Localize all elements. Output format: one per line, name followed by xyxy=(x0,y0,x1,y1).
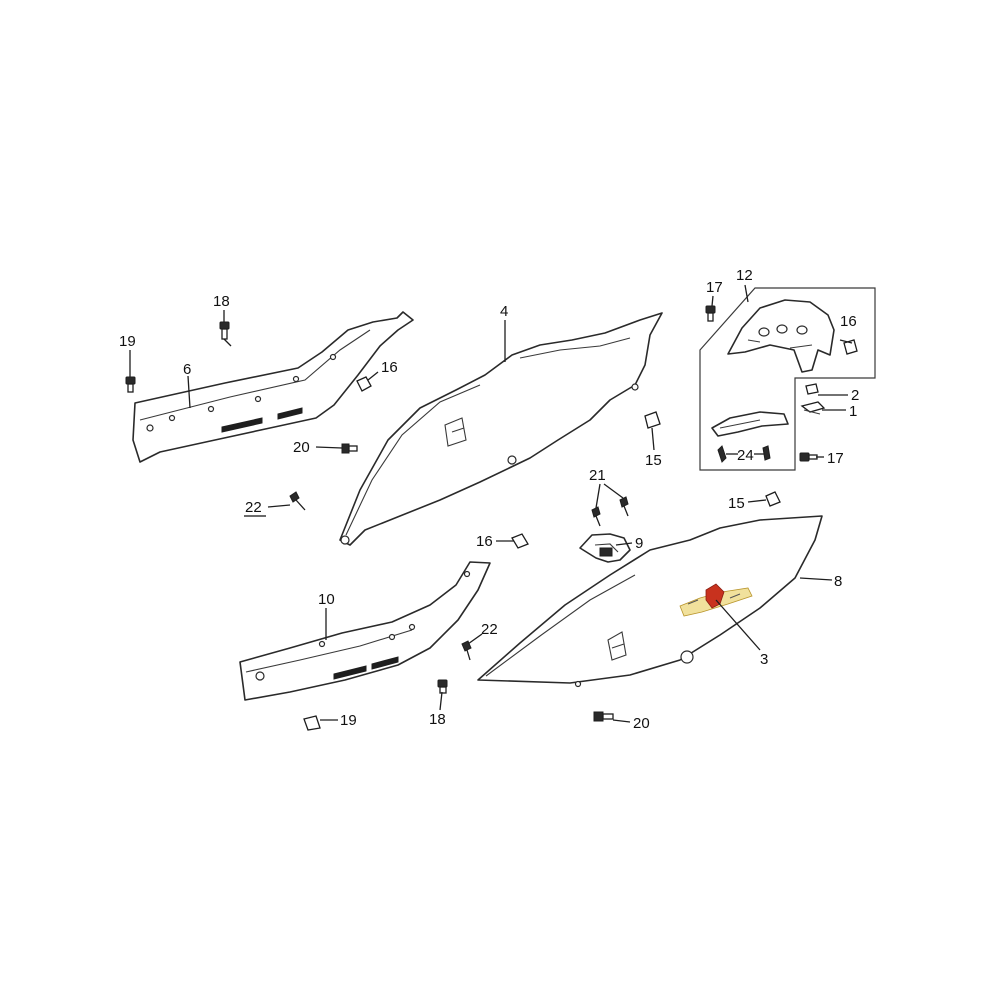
callout-21: 21 xyxy=(589,467,606,484)
callout-15-center: 15 xyxy=(645,452,662,469)
callout-19-upper: 19 xyxy=(119,333,136,350)
part-24-trim-pad xyxy=(711,411,789,437)
callout-10: 10 xyxy=(318,591,335,608)
bolt-18-lower xyxy=(437,679,448,694)
nut-16-lower xyxy=(511,533,529,549)
part-8-side-cover xyxy=(477,515,823,688)
callout-8: 8 xyxy=(834,573,842,590)
bolt-19-upper xyxy=(125,376,136,393)
callout-24: 24 xyxy=(737,447,754,464)
callout-22-upper: 22 xyxy=(245,499,262,516)
callout-12: 12 xyxy=(736,267,753,284)
callout-17-lower: 17 xyxy=(827,450,844,467)
screw-22-upper xyxy=(289,491,306,511)
part-12-rear-cover xyxy=(727,299,835,373)
nut-16-right xyxy=(843,339,858,355)
bolt-17-lower xyxy=(799,452,818,462)
callout-18-lower: 18 xyxy=(429,711,446,728)
nut-16-left xyxy=(356,376,372,392)
callout-20-upper: 20 xyxy=(293,439,310,456)
leader-lines xyxy=(129,284,853,723)
callout-4: 4 xyxy=(500,303,508,320)
callout-2: 2 xyxy=(851,387,859,404)
callout-17-upper: 17 xyxy=(706,279,723,296)
callout-1: 1 xyxy=(849,403,857,420)
callout-labels: 18 19 6 16 20 22 4 15 17 12 16 2 1 17 24… xyxy=(119,267,859,732)
part-10-lower-rail xyxy=(239,561,491,701)
screws-21 xyxy=(591,496,629,527)
callout-18-upper: 18 xyxy=(213,293,230,310)
callout-15-right: 15 xyxy=(728,495,745,512)
bolt-20-lower xyxy=(593,711,614,722)
callout-6: 6 xyxy=(183,361,191,378)
part-4-body-cover xyxy=(339,312,663,546)
callout-16-lower: 16 xyxy=(476,533,493,550)
callout-20-lower: 20 xyxy=(633,715,650,732)
callout-3: 3 xyxy=(760,651,768,668)
callout-9: 9 xyxy=(635,535,643,552)
part-2-nut xyxy=(805,383,819,395)
callout-19-lower: 19 xyxy=(340,712,357,729)
nut-15-center xyxy=(644,411,661,429)
decal-3 xyxy=(679,583,753,617)
bolt-17-upper xyxy=(705,305,716,322)
part-9-bracket xyxy=(579,533,631,563)
callout-22-lower: 22 xyxy=(481,621,498,638)
screws-24 xyxy=(717,445,771,463)
part-1-clip xyxy=(800,401,826,415)
callout-16-right: 16 xyxy=(840,313,857,330)
bolt-18-upper xyxy=(219,321,232,347)
screw-22-lower xyxy=(461,640,472,661)
group-frame xyxy=(699,287,876,471)
part-6-side-rail xyxy=(132,311,414,463)
nut-19-lower xyxy=(303,715,321,731)
nut-15-right xyxy=(765,491,781,507)
callout-16-left: 16 xyxy=(381,359,398,376)
bolt-20-upper xyxy=(341,443,358,454)
